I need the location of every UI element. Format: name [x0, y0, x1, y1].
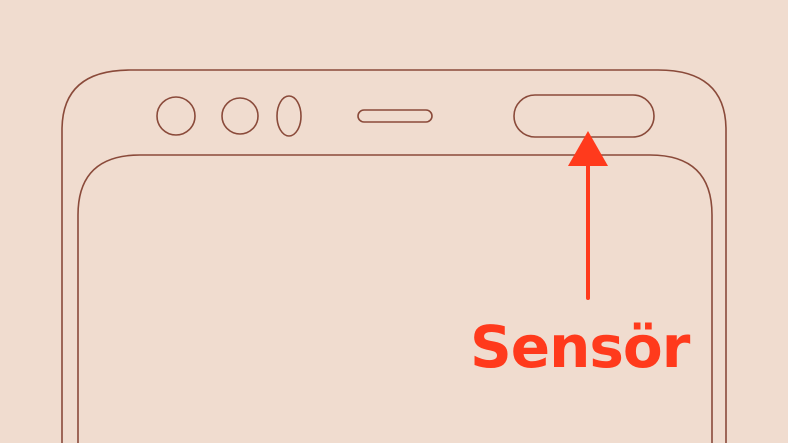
earpiece-speaker: [357, 109, 433, 123]
phone-body-outline: [61, 69, 727, 443]
screen-outline: [77, 154, 713, 443]
front-camera-1: [156, 96, 196, 136]
flash-oval: [276, 95, 302, 137]
sensor-label: Sensör: [470, 313, 690, 381]
sensor-pill: [513, 94, 655, 138]
front-camera-2: [221, 97, 259, 135]
arrow-head: [568, 131, 608, 166]
